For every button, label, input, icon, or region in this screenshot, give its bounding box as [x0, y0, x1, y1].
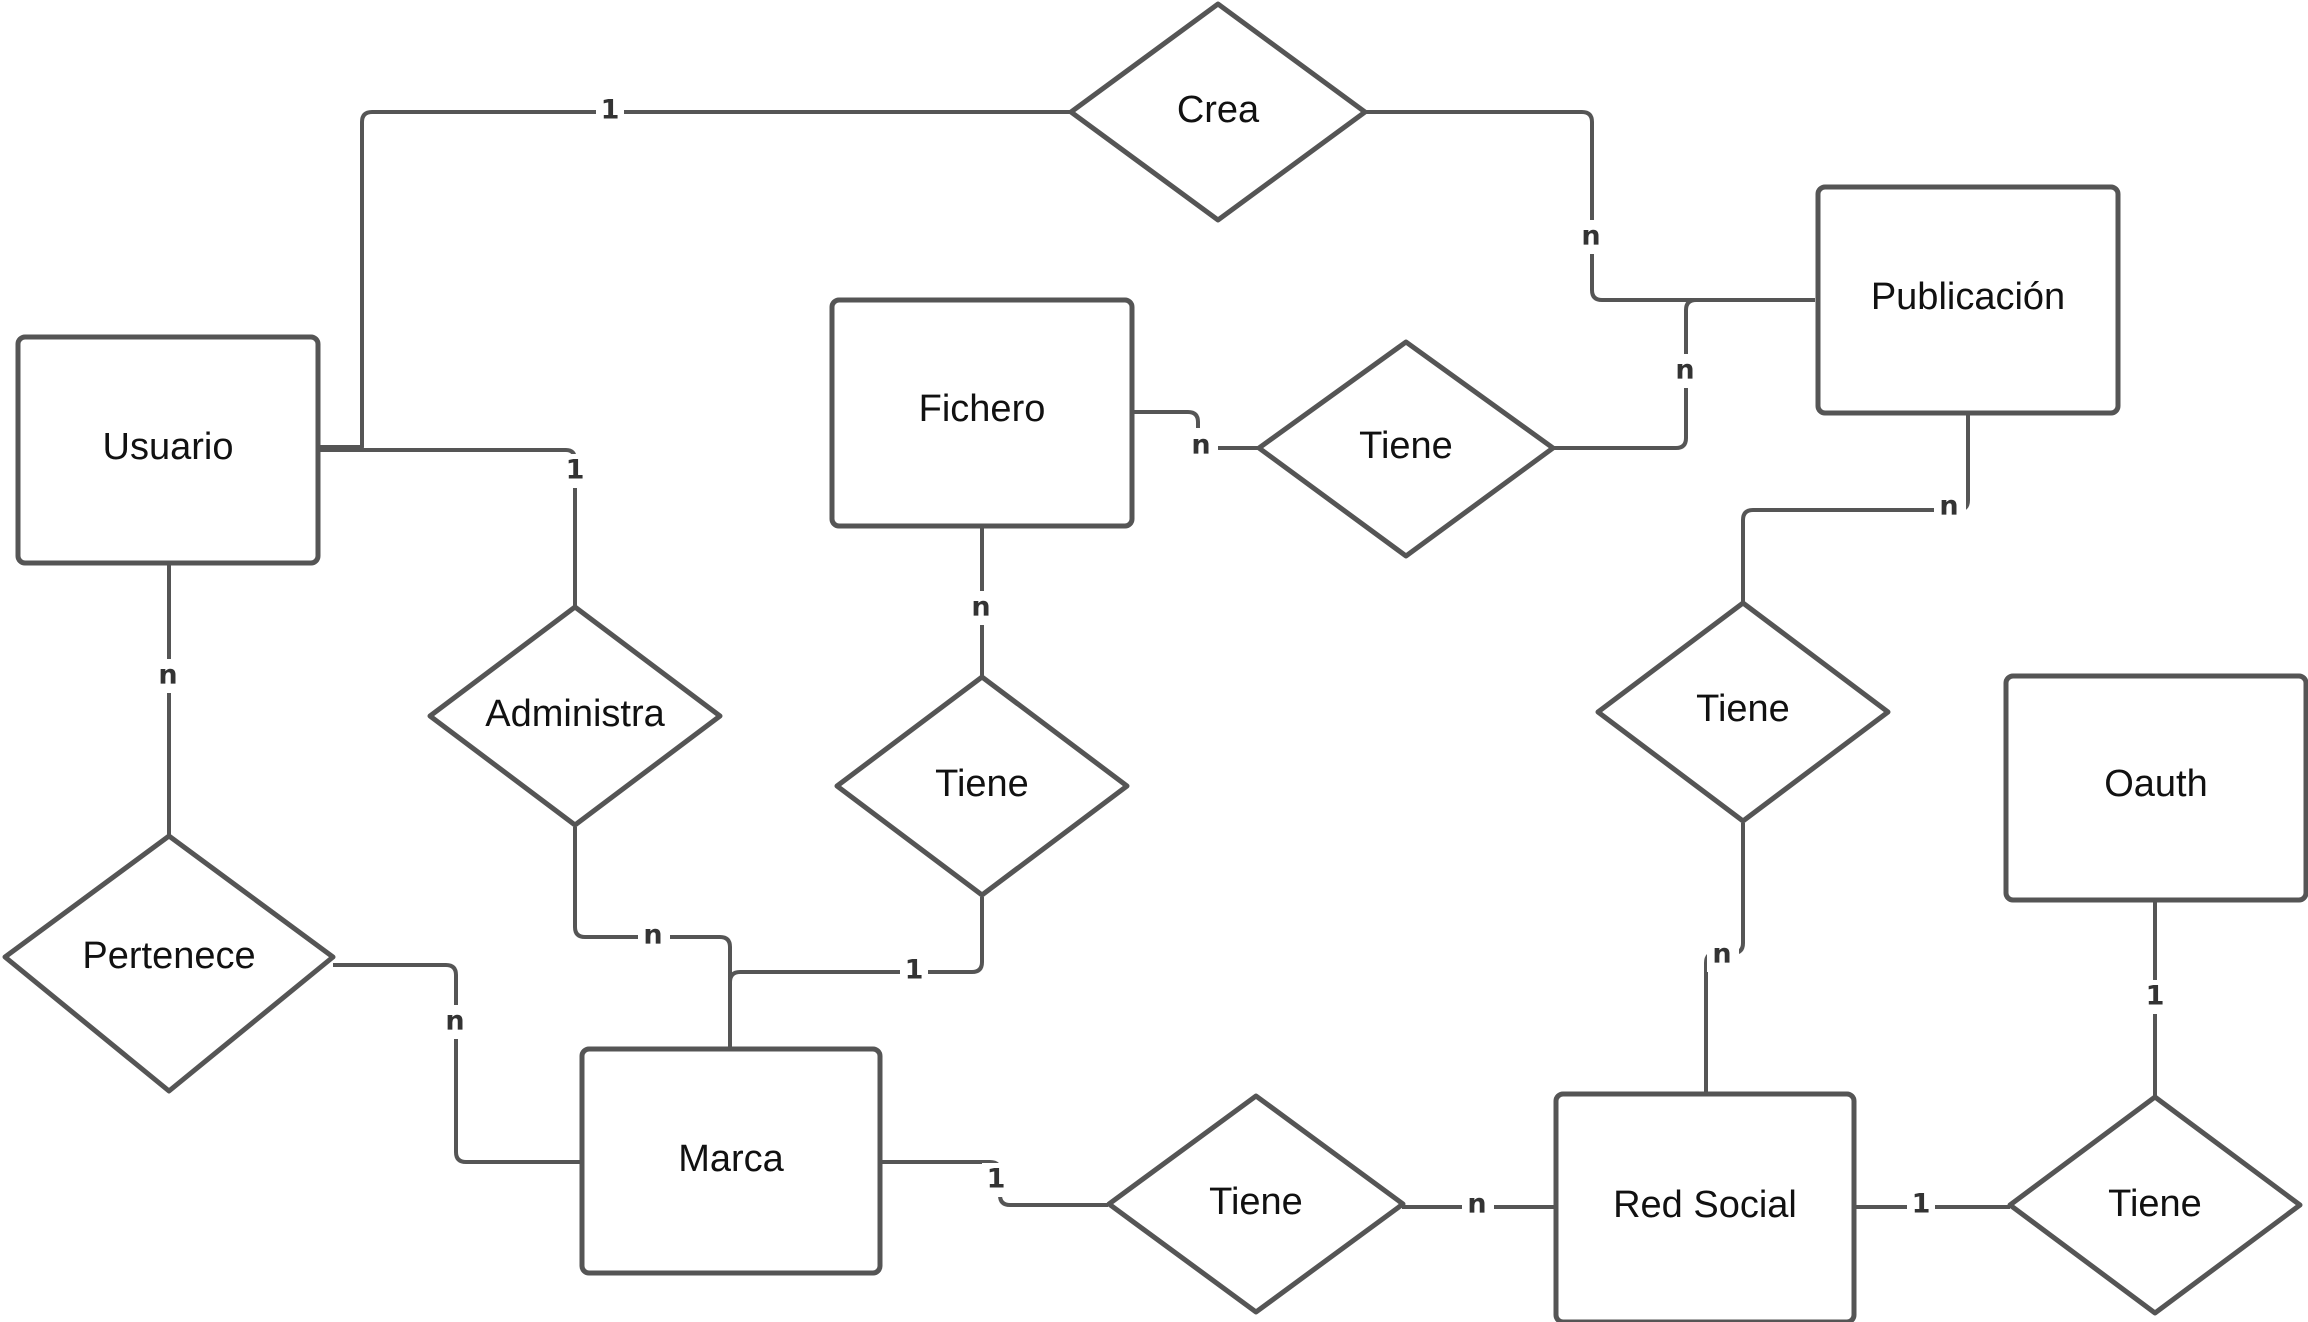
- entity-red-social-label: Red Social: [1613, 1184, 1797, 1226]
- cardinality-label: n: [1675, 355, 1694, 386]
- cardinality-label: 1: [2146, 981, 2165, 1012]
- connector-fichero-tiene: [1134, 410, 1259, 450]
- entity-fichero-label: Fichero: [919, 388, 1046, 430]
- relationship-crea: Crea: [1068, 1, 1368, 223]
- relationship-administra-label: Administra: [485, 693, 665, 735]
- cardinalities: 1 n n n 1 n n n n 1 n n 1 1 n 1: [153, 94, 2169, 1222]
- cardinality-label: n: [158, 660, 177, 691]
- entity-fichero: Fichero: [829, 297, 1135, 529]
- entity-oauth-label: Oauth: [2104, 763, 2208, 805]
- relationship-publicacion-red-social: Tiene: [1595, 600, 1891, 824]
- entity-red-social: Red Social: [1553, 1091, 1857, 1322]
- cardinality-label: n: [971, 592, 990, 623]
- cardinality-label: 1: [1912, 1189, 1931, 1220]
- relationship-red-social-oauth-label: Tiene: [2108, 1183, 2202, 1225]
- cardinality-label: n: [445, 1006, 464, 1037]
- relationship-pertenece-label: Pertenece: [82, 935, 255, 977]
- relationship-marca-fichero: Tiene: [834, 674, 1130, 898]
- connector-tiene-marca-fichero: [728, 897, 984, 1049]
- relationship-fichero-publicacion: Tiene: [1256, 339, 1556, 559]
- relationship-crea-label: Crea: [1177, 89, 1260, 131]
- entity-publicacion-label: Publicación: [1871, 276, 2065, 318]
- cardinality-label: n: [1939, 491, 1958, 522]
- relationship-administra: Administra: [427, 604, 723, 828]
- cardinality-label: n: [1467, 1189, 1486, 1220]
- cardinality-label: n: [1581, 221, 1600, 252]
- connector-usuario-crea: [318, 110, 1072, 449]
- cardinality-label: 1: [987, 1164, 1006, 1195]
- cardinality-label: 1: [905, 955, 924, 986]
- relationship-marca-red-social-label: Tiene: [1209, 1181, 1303, 1223]
- cardinality-label: n: [1191, 430, 1210, 461]
- entity-oauth: Oauth: [2003, 673, 2308, 903]
- relationship-marca-red-social: Tiene: [1106, 1093, 1406, 1315]
- relationship-red-social-oauth: Tiene: [2007, 1094, 2303, 1316]
- connector-publicacion-tiene-red: [1741, 414, 1970, 603]
- relationship-marca-fichero-label: Tiene: [935, 763, 1029, 805]
- entity-usuario-label: Usuario: [103, 426, 234, 468]
- entity-marca: Marca: [579, 1046, 883, 1276]
- entity-usuario: Usuario: [15, 334, 321, 566]
- cardinality-label: n: [1712, 939, 1731, 970]
- relationship-publicacion-red-social-label: Tiene: [1696, 688, 1790, 730]
- connector-usuario-administra: [318, 448, 577, 607]
- relationship-pertenece: Pertenece: [2, 833, 336, 1094]
- connector-crea-publicacion: [1366, 110, 1815, 302]
- relationship-fichero-publicacion-label: Tiene: [1359, 425, 1453, 467]
- connector-pertenece-marca: [333, 963, 582, 1164]
- entity-publicacion: Publicación: [1815, 184, 2121, 416]
- cardinality-label: 1: [601, 95, 620, 126]
- entity-marca-label: Marca: [678, 1138, 784, 1180]
- cardinality-label: n: [643, 920, 662, 951]
- cardinality-label: 1: [566, 455, 585, 486]
